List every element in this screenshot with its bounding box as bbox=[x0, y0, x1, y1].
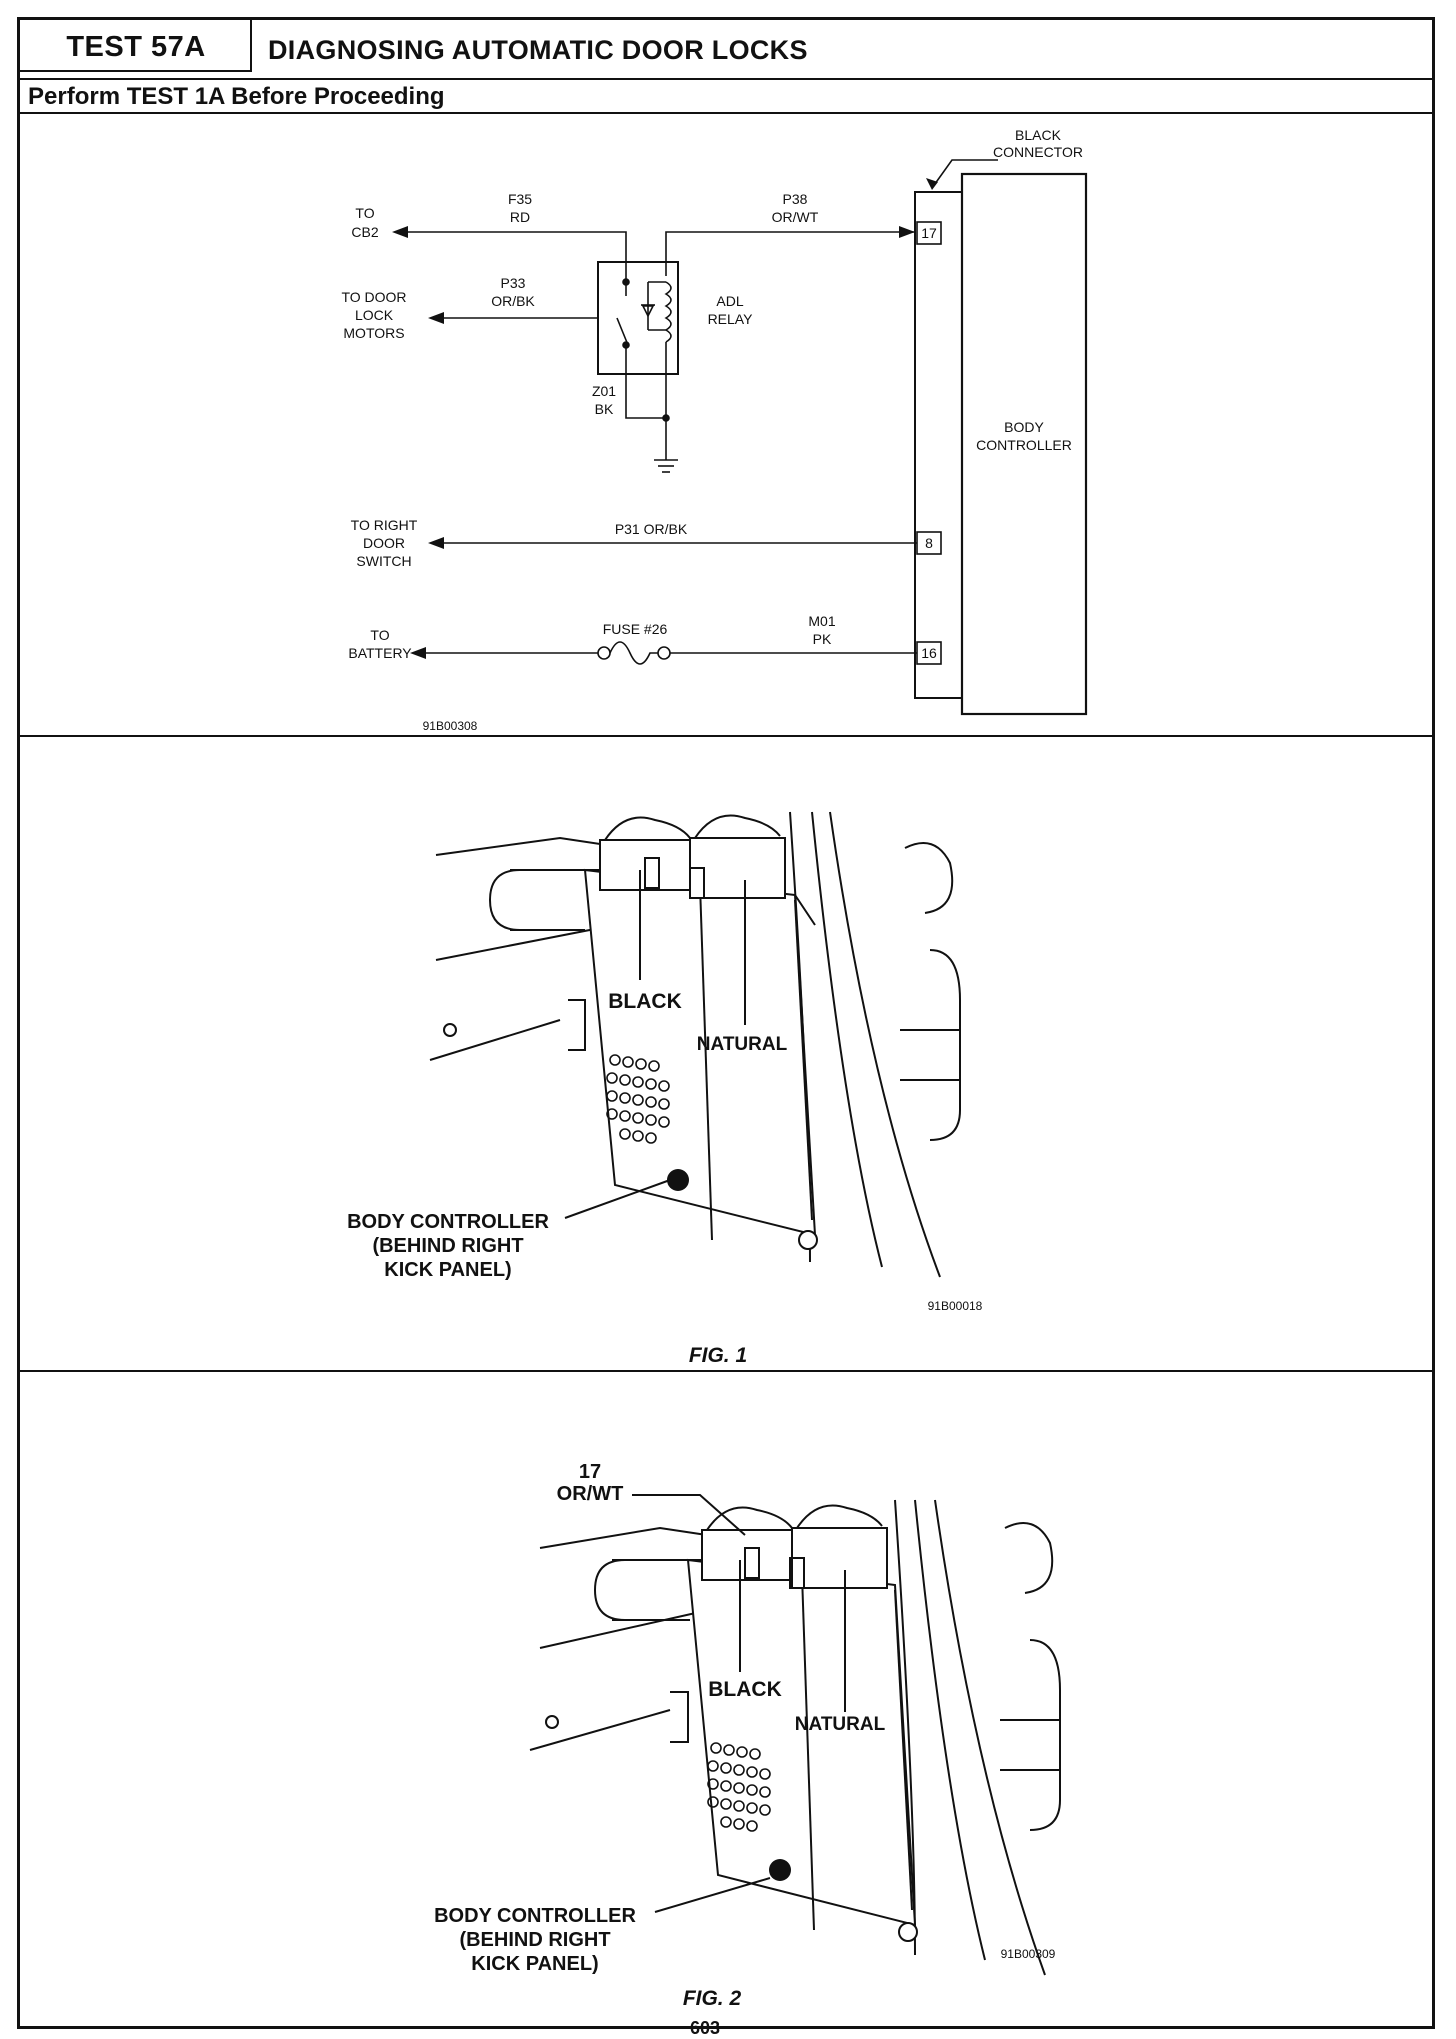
schematic-ref: 91B00308 bbox=[423, 719, 478, 733]
wire-p38 bbox=[665, 231, 915, 276]
fig2-body-controller-label-1: BODY CONTROLLER bbox=[434, 1905, 636, 1927]
pin-17-label: 17 bbox=[921, 225, 937, 241]
fuse-label: FUSE #26 bbox=[603, 621, 668, 637]
m01-label-1: M01 bbox=[808, 613, 835, 629]
to-door-lock-label-2: LOCK bbox=[355, 307, 394, 323]
page-number: 603 bbox=[690, 2018, 721, 2038]
page-title: DIAGNOSING AUTOMATIC DOOR LOCKS bbox=[268, 34, 808, 65]
page-frame bbox=[17, 17, 1435, 2029]
fig2-black-label: BLACK bbox=[708, 1678, 782, 1701]
to-door-lock-label-3: MOTORS bbox=[343, 325, 404, 341]
pin-16-label: 16 bbox=[921, 645, 937, 661]
connector-label-1: BLACK bbox=[1015, 127, 1062, 143]
fig2-caption: FIG. 2 bbox=[683, 1987, 742, 2010]
relay-label-1: ADL bbox=[716, 293, 743, 309]
fig1-locator-dot bbox=[667, 1169, 689, 1191]
f35-label-2: RD bbox=[510, 209, 530, 225]
fig2-locator-dot bbox=[769, 1859, 791, 1881]
section-rule-2 bbox=[17, 1370, 1435, 1372]
fig1-ref: 91B00018 bbox=[928, 1299, 983, 1313]
test-number: TEST 57A bbox=[66, 30, 206, 63]
to-battery-label-2: BATTERY bbox=[348, 645, 412, 661]
to-cb2-label-2: CB2 bbox=[351, 224, 378, 240]
header-rule-short bbox=[17, 70, 252, 72]
fig2-ref: 91B00309 bbox=[1001, 1947, 1056, 1961]
fig1-illustration: BLACK NATURAL BODY CONTROLLER (BEHIND RI… bbox=[347, 811, 983, 1367]
fig2-pillar bbox=[934, 1499, 1046, 1976]
p38-label-1: P38 bbox=[783, 191, 808, 207]
to-door-lock-label-1: TO DOOR bbox=[341, 289, 406, 305]
p33-label-2: OR/BK bbox=[491, 293, 535, 309]
fig1-natural-label: NATURAL bbox=[697, 1034, 788, 1055]
section-rule-1 bbox=[17, 735, 1435, 737]
to-right-door-label-1: TO RIGHT bbox=[351, 517, 418, 533]
to-cb2-label-1: TO bbox=[355, 205, 374, 221]
z01-label-1: Z01 bbox=[592, 383, 616, 399]
fig2-body-controller-label-3: KICK PANEL) bbox=[471, 1953, 598, 1975]
header-rule bbox=[17, 78, 1435, 80]
pin-17-box bbox=[916, 221, 942, 245]
fig2-pin-label-2: OR/WT bbox=[557, 1483, 624, 1505]
subtitle-rule bbox=[17, 112, 1435, 114]
connector-label-2: CONNECTOR bbox=[993, 144, 1083, 160]
fig2-natural-connector bbox=[791, 1527, 888, 1589]
page-subtitle: Perform TEST 1A Before Proceeding bbox=[28, 83, 445, 110]
relay-label-2: RELAY bbox=[708, 311, 754, 327]
header-divider bbox=[250, 17, 252, 71]
fig1-body-controller-label-3: KICK PANEL) bbox=[384, 1259, 511, 1281]
wire-z01 bbox=[625, 374, 666, 419]
fig2-natural-label: NATURAL bbox=[795, 1714, 886, 1735]
fig1-body-controller-label-1: BODY CONTROLLER bbox=[347, 1211, 549, 1233]
fig1-pillar bbox=[829, 811, 941, 1278]
fig2-vent-holes bbox=[707, 1742, 771, 1832]
controller-label-2: CONTROLLER bbox=[976, 437, 1072, 453]
fig1-vent-holes bbox=[606, 1054, 670, 1144]
to-right-door-label-3: SWITCH bbox=[356, 553, 411, 569]
p31-label: P31 OR/BK bbox=[615, 521, 688, 537]
pin-8-label: 8 bbox=[925, 535, 933, 551]
f35-label-1: F35 bbox=[508, 191, 532, 207]
fig1-black-label: BLACK bbox=[608, 990, 682, 1013]
fig1-natural-connector bbox=[689, 837, 786, 899]
fig2-black-connector bbox=[701, 1529, 798, 1581]
black-connector-box bbox=[914, 191, 963, 699]
wire-f35 bbox=[402, 231, 627, 276]
fig1-caption: FIG. 1 bbox=[689, 1344, 747, 1367]
fig2-body-controller bbox=[686, 1558, 917, 1927]
relay-coil bbox=[664, 281, 672, 343]
fig1-black-connector bbox=[599, 839, 696, 891]
to-battery-label-1: TO bbox=[370, 627, 389, 643]
wiring-schematic: BLACK CONNECTOR BODY CONTROLLER ADL RELA… bbox=[341, 127, 1088, 733]
fig2-body-controller-label-2: (BEHIND RIGHT bbox=[459, 1929, 610, 1951]
z01-label-2: BK bbox=[595, 401, 614, 417]
p38-label-2: OR/WT bbox=[772, 209, 819, 225]
controller-label-1: BODY bbox=[1004, 419, 1044, 435]
fig2-illustration: 17 OR/WT BLACK NATURAL BODY CONTROLLER (… bbox=[434, 1461, 1061, 2010]
p33-label-1: P33 bbox=[501, 275, 526, 291]
connector-leader bbox=[931, 159, 998, 189]
to-right-door-label-2: DOOR bbox=[363, 535, 405, 551]
m01-label-2: PK bbox=[813, 631, 832, 647]
fig1-body-controller-label-2: (BEHIND RIGHT bbox=[372, 1235, 523, 1257]
fuse-26 bbox=[609, 641, 658, 665]
fig2-pin-17-leader bbox=[632, 1494, 746, 1536]
fig2-pin-label-1: 17 bbox=[579, 1461, 601, 1483]
